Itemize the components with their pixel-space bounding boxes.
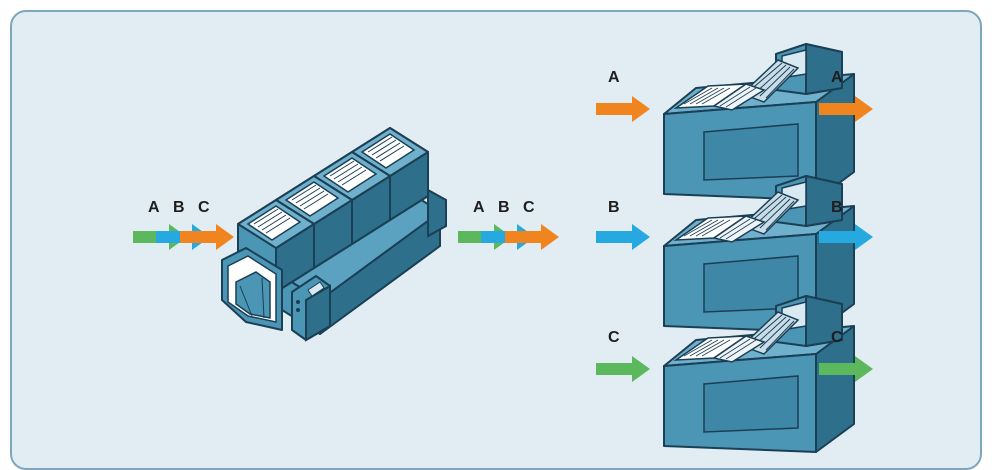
press-row-c: C C	[596, 295, 873, 453]
arrow-row-b-in-icon	[596, 224, 650, 250]
single-unit-press-icon	[663, 43, 855, 201]
label-row-a-out: A	[831, 69, 843, 86]
arrow-c-output-icon	[505, 224, 559, 250]
output-arrows-abc: A B C	[458, 199, 559, 250]
label-row-a-in: A	[608, 69, 620, 86]
arrow-row-c-in-icon	[596, 356, 650, 382]
label-row-c-out: C	[831, 329, 843, 346]
label-row-b-in: B	[608, 199, 620, 216]
multi-unit-printing-press-icon	[221, 127, 447, 342]
label-row-b-out: B	[831, 199, 843, 216]
input-arrows-abc: A B C	[133, 199, 234, 250]
label-output-c: C	[523, 199, 535, 216]
arrow-c-input-icon	[180, 224, 234, 250]
press-row-a: A A	[596, 43, 873, 201]
label-output-a: A	[473, 199, 485, 216]
label-output-b: B	[498, 199, 510, 216]
label-row-c-in: C	[608, 329, 620, 346]
diagram-canvas: A B C	[133, 43, 873, 453]
label-input-a: A	[148, 199, 160, 216]
label-input-c: C	[198, 199, 210, 216]
arrow-row-a-in-icon	[596, 96, 650, 122]
label-input-b: B	[173, 199, 185, 216]
press-row-b: B B	[596, 175, 873, 333]
